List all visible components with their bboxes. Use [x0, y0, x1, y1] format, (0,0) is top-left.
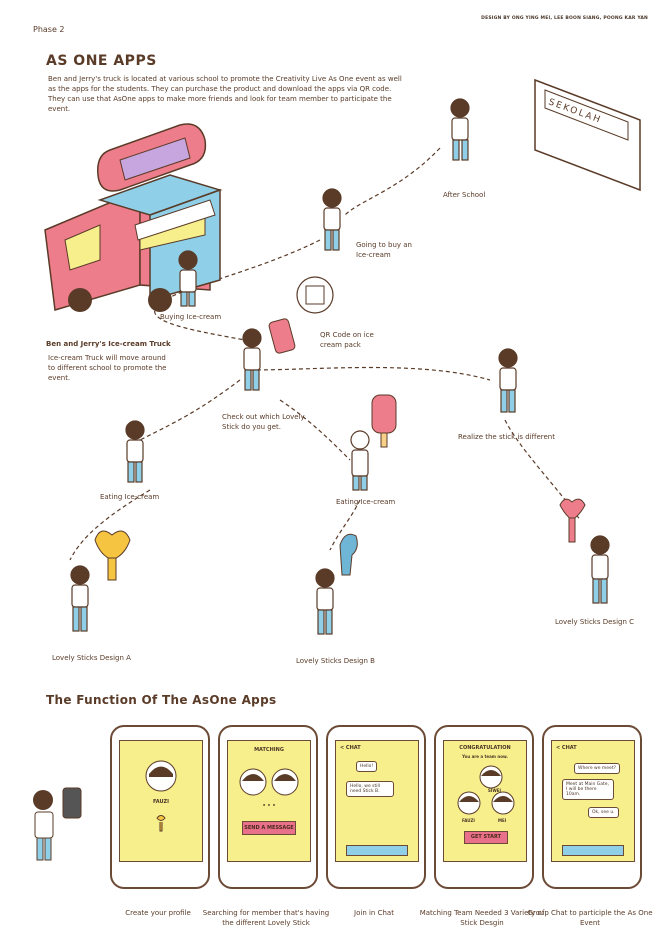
chat-message: Hello!: [356, 761, 378, 772]
caption-matching: Searching for member that's having the d…: [202, 909, 330, 927]
screen-subheading: You are a team now.: [462, 754, 508, 759]
loading-dots-icon: • • •: [262, 803, 276, 809]
caption-team: Matching Team Needed 3 Variety of Stick …: [419, 909, 545, 927]
label-eating-a: Eating Ice-cream: [100, 493, 160, 501]
label-design-a: Lovely Sticks Design A: [52, 654, 131, 662]
label-eating-b: Eating Ice-cream: [336, 498, 396, 506]
label-buying: Buying Ice-cream: [160, 313, 222, 321]
school-sign: [534, 78, 641, 192]
member-name: MEI: [498, 818, 507, 823]
label-qr-code: QR Code on ice cream pack: [320, 331, 374, 349]
path-segment: [249, 366, 491, 381]
label-check-out: Check out which Lovely Stick do you get.: [222, 413, 305, 431]
chat-header[interactable]: < CHAT: [340, 745, 361, 751]
phone-profile: FAUZI: [110, 725, 210, 889]
label-design-b: Lovely Sticks Design B: [296, 657, 375, 665]
caption-chat: Join in Chat: [354, 909, 394, 917]
label-design-c: Lovely Sticks Design C: [555, 618, 635, 626]
avatar: [145, 760, 177, 792]
phone-screen: < CHAT Hello! Hello, we still need Stick…: [335, 740, 419, 862]
member-name: SIWEI: [488, 788, 502, 793]
path-segment: [69, 489, 151, 561]
chat-message: Ok, see u.: [588, 807, 619, 818]
phone-screen: FAUZI: [119, 740, 203, 862]
path-segment: [279, 399, 351, 461]
team-avatars: [457, 765, 515, 815]
label-going-to-buy: Going to buy an Ice-cream: [356, 241, 412, 259]
truck-title: Ben and Jerry's Ice-cream Truck: [46, 340, 171, 348]
phone-screen: CONGRATULATION You are a team now. SIWEI…: [443, 740, 527, 862]
path-segment: [139, 379, 241, 441]
get-start-button[interactable]: GET START: [464, 831, 508, 844]
ice-cream-truck: [44, 123, 223, 312]
phone-congratulation: CONGRATULATION You are a team now. SIWEI…: [434, 725, 534, 889]
functions-title: The Function Of The AsOne Apps: [46, 693, 277, 707]
chat-header[interactable]: < CHAT: [556, 745, 577, 751]
stick-design-c: [559, 498, 586, 543]
member-name: FAUZI: [462, 818, 475, 823]
phone-matching: MATCHING • • • SEND A MESSAGE: [218, 725, 318, 889]
phone-screen: < CHAT Where we meet? Meet at Main Gate,…: [551, 740, 635, 862]
message-input[interactable]: [562, 845, 624, 856]
key-icon: [156, 815, 166, 832]
caption-group-chat: Group Chat to participle the As One Even…: [527, 909, 653, 927]
intro-text: Ben and Jerry's truck is located at vari…: [48, 75, 402, 113]
popsicle: [371, 394, 397, 434]
phase-label: Phase 2: [33, 25, 65, 34]
send-message-button[interactable]: SEND A MESSAGE: [242, 821, 296, 835]
credit-line: DESIGN BY ONG YING MEI, LEE BOON SIANG, …: [481, 16, 648, 21]
phone-group-chat: < CHAT Where we meet? Meet at Main Gate,…: [542, 725, 642, 889]
students: [70, 98, 610, 635]
phone-screen: MATCHING • • • SEND A MESSAGE: [227, 740, 311, 862]
stick-design-b: [339, 533, 358, 576]
qr-icon: [305, 285, 325, 305]
student-with-phone: [33, 787, 82, 861]
truck-description: Ice-cream Truck will move around to diff…: [48, 354, 167, 382]
path-segment: [344, 147, 441, 216]
caption-profile: Create your profile: [125, 909, 191, 917]
path-segment: [329, 499, 361, 551]
phone-chat: < CHAT Hello! Hello, we still need Stick…: [326, 725, 426, 889]
message-input[interactable]: [346, 845, 408, 856]
label-after-school: After School: [443, 191, 486, 199]
screen-heading: CONGRATULATION: [459, 745, 511, 751]
chat-message: Where we meet?: [574, 763, 620, 774]
profile-name: FAUZI: [152, 799, 170, 805]
scene-illustration: SEKOLAH: [44, 78, 641, 635]
stick-design-a: [94, 530, 131, 581]
page-title: AS ONE APPS: [46, 53, 157, 69]
chat-message: Hello, we still need Stick B.: [346, 781, 394, 797]
ice-cream-pack: [268, 318, 296, 354]
label-realize: Realize the stick is different: [458, 433, 555, 441]
match-avatars: [239, 768, 299, 796]
screen-heading: MATCHING: [254, 747, 284, 753]
chat-message: Meet at Main Gate, I will be there 10am.: [562, 779, 614, 800]
